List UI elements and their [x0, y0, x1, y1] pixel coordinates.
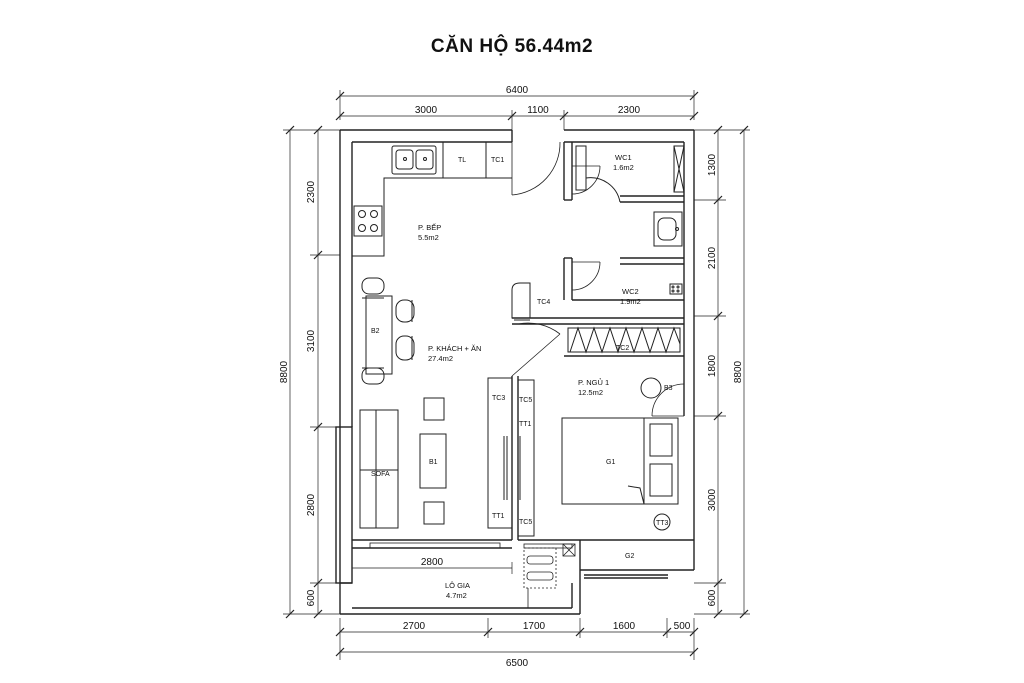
dim-right-1: 1300 [707, 153, 718, 176]
room-wc1-name: WC1 [615, 153, 632, 162]
room-bedroom-name: P. NGỦ 1 [578, 378, 609, 387]
dimension-lines [283, 90, 750, 660]
label-tt3: TT3 [656, 520, 669, 527]
kitchen-counter [352, 142, 512, 257]
dim-top-1: 3000 [415, 105, 438, 116]
dim-right-5: 600 [707, 589, 718, 606]
dim-bottom-total: 6500 [506, 658, 529, 669]
dining-set [361, 277, 415, 385]
doors [369, 141, 685, 549]
label-tc4: TC4 [537, 299, 550, 306]
room-living-name: P. KHÁCH + ĂN [428, 344, 481, 353]
dim-right-3: 1800 [707, 354, 718, 377]
bedroom-furniture [561, 377, 679, 531]
label-tc5-top: TC5 [519, 397, 532, 404]
furniture-labels: TL TC1 TC4 TC2 B2 TC3 TC5 TT1 TT1 TC5 B3… [371, 157, 673, 560]
dim-top-2: 1100 [527, 105, 549, 116]
plan-title: CĂN HỘ 56.44m2 [430, 36, 594, 57]
walls [335, 129, 695, 615]
room-wc2-area: 1.9m2 [620, 297, 641, 306]
room-loggia-name: LÔ GIA [445, 581, 470, 590]
dim-inner-width: 2800 [421, 557, 444, 568]
dim-right-total: 8800 [733, 360, 744, 383]
room-loggia-area: 4.7m2 [446, 591, 467, 600]
room-wc1-area: 1.6m2 [613, 163, 634, 172]
dim-bottom-2: 1700 [523, 621, 546, 632]
label-b1: B1 [429, 459, 438, 466]
dim-left-3: 2800 [306, 493, 317, 516]
room-living-area: 27.4m2 [428, 354, 453, 363]
label-g1: G1 [606, 459, 615, 466]
dim-bottom-4: 500 [674, 621, 691, 632]
room-kitchen-area: 5.5m2 [418, 233, 439, 242]
dim-left-2: 3100 [306, 329, 317, 352]
label-sofa: SOFA [371, 471, 390, 478]
dim-left-4: 600 [306, 589, 317, 606]
label-g2: G2 [625, 553, 634, 560]
dim-top-total: 6400 [506, 85, 529, 96]
room-kitchen-name: P. BẾP [418, 222, 441, 232]
label-tc5-bottom: TC5 [519, 519, 532, 526]
dim-right-4: 3000 [707, 488, 718, 511]
room-labels: P. BẾP 5.5m2 P. KHÁCH + ĂN 27.4m2 WC1 1.… [418, 153, 641, 600]
dim-bottom-1: 2700 [403, 621, 426, 632]
label-tc3: TC3 [492, 395, 505, 402]
cabinets [487, 282, 681, 537]
label-tl: TL [458, 157, 466, 164]
room-wc2-name: WC2 [622, 287, 639, 296]
dim-top-3: 2300 [618, 105, 641, 116]
living-furniture [359, 397, 447, 529]
dim-left-1: 2300 [306, 180, 317, 203]
label-tt1-bottom: TT1 [492, 513, 505, 520]
bathroom-fixtures [575, 145, 685, 295]
label-tc2: TC2 [616, 345, 629, 352]
label-tt1-top: TT1 [519, 421, 532, 428]
dim-right-2: 2100 [707, 246, 718, 269]
loggia-fixtures [523, 543, 576, 608]
label-b2: B2 [371, 328, 380, 335]
label-b3: B3 [664, 385, 673, 392]
room-bedroom-area: 12.5m2 [578, 388, 603, 397]
dimension-labels: 6400 3000 1100 2300 2700 1700 1600 500 6… [279, 85, 744, 669]
dim-bottom-3: 1600 [613, 621, 636, 632]
dim-left-total: 8800 [279, 360, 290, 383]
label-tc1: TC1 [491, 157, 504, 164]
